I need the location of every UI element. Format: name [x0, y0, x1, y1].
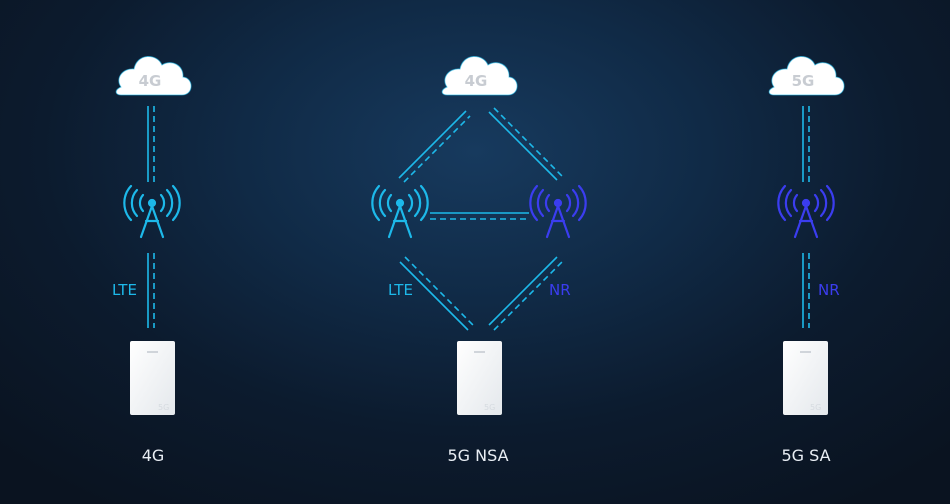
link-label-nr: NR [549, 281, 571, 299]
column-caption: 5G SA [781, 446, 830, 465]
lte-tower-device-link [399, 256, 474, 331]
column-5g-nsa: 4G [371, 56, 587, 465]
svg-text:5G: 5G [484, 403, 495, 412]
cpe-router-icon: 5G [783, 341, 828, 415]
cloud-label: 4G [139, 72, 162, 90]
cloud-label: 4G [465, 72, 488, 90]
tower-device-link [802, 253, 810, 328]
cpe-router-icon: 5G [457, 341, 502, 415]
cell-tower-icon [123, 184, 181, 239]
svg-text:5G: 5G [158, 403, 169, 412]
cloud-tower-link [147, 106, 155, 182]
link-label-lte: LTE [112, 281, 137, 299]
cloud-icon: 4G [441, 56, 518, 96]
cloud-label: 5G [792, 72, 815, 90]
link-label-lte: LTE [388, 281, 413, 299]
tower-device-link [147, 253, 155, 328]
cloud-nr-tower-link [488, 107, 563, 181]
cloud-lte-tower-link [398, 110, 471, 183]
nr-tower-icon [777, 184, 835, 239]
column-5g-sa: 5G NR 5G 5G SA [768, 56, 845, 465]
cloud-icon: 4G [115, 56, 192, 96]
lte-tower-icon [371, 184, 429, 239]
column-caption: 5G NSA [447, 446, 508, 465]
cpe-router-icon: 5G [130, 341, 175, 415]
tower-to-tower-link [430, 212, 529, 220]
link-label-nr: NR [818, 281, 840, 299]
nr-tower-icon [529, 184, 587, 239]
column-4g: 4G LTE 5G 4G [112, 56, 192, 465]
svg-text:5G: 5G [810, 403, 821, 412]
column-caption: 4G [142, 446, 165, 465]
nr-tower-device-link [488, 256, 563, 331]
cloud-tower-link [802, 106, 810, 182]
cloud-icon: 5G [768, 56, 845, 96]
